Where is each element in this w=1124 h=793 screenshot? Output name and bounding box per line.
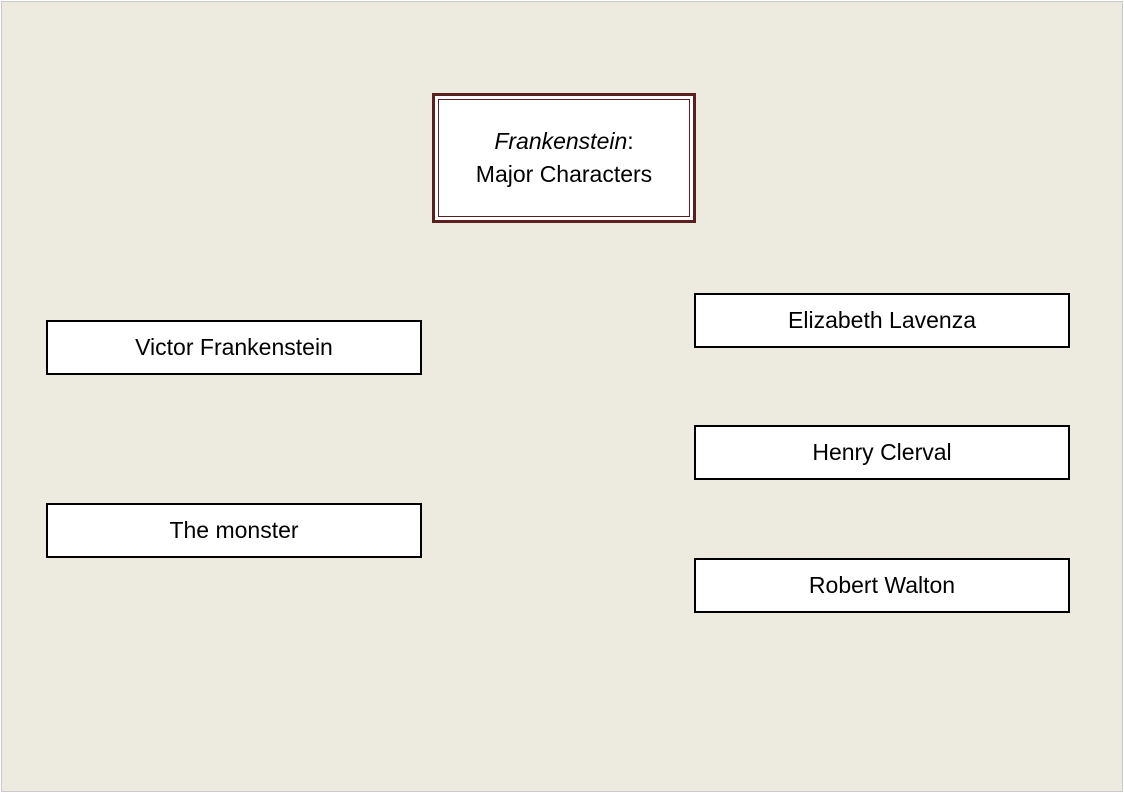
title-line-1: Frankenstein: xyxy=(494,125,633,158)
title-inner-frame: Frankenstein: Major Characters xyxy=(438,99,690,217)
title-colon: : xyxy=(627,128,634,154)
character-box-monster: The monster xyxy=(46,503,422,558)
title-italic-text: Frankenstein xyxy=(494,128,628,154)
character-box-robert: Robert Walton xyxy=(694,558,1070,613)
title-subtitle: Major Characters xyxy=(475,161,653,187)
character-box-henry: Henry Clerval xyxy=(694,425,1070,480)
title-box: Frankenstein: Major Characters xyxy=(432,93,696,223)
character-box-victor: Victor Frankenstein xyxy=(46,320,422,375)
character-box-elizabeth: Elizabeth Lavenza xyxy=(694,293,1070,348)
